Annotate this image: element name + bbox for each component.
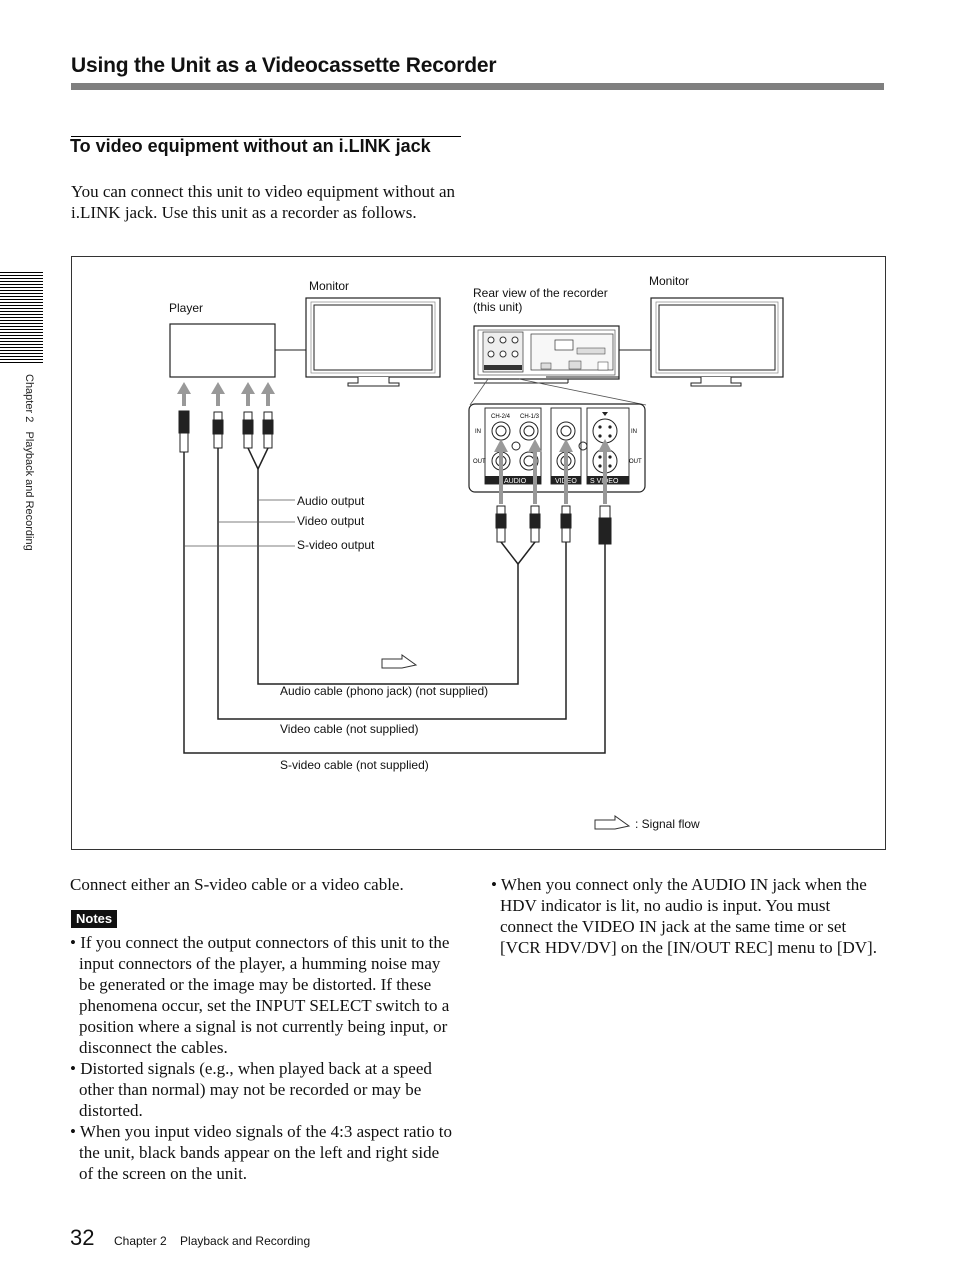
player-output-arrows (177, 382, 275, 406)
panel-label-out-left: OUT (473, 459, 486, 465)
chapter-side-label: Chapter 2 Playback and Recording (23, 374, 35, 551)
notes-badge: Notes (71, 910, 118, 928)
recorder-input-arrows (494, 439, 612, 504)
svideo-output-label: S-video output (297, 538, 375, 552)
page-title: Using the Unit as a Videocassette Record… (71, 54, 497, 77)
player-plugs (178, 410, 274, 453)
signal-flow-arrow (381, 654, 418, 669)
page-number: 32 (70, 1225, 95, 1250)
chapter-tab-marker (0, 272, 43, 364)
video-cable-label: Video cable (not supplied) (280, 722, 419, 736)
footer-chapter: Chapter 2 Playback and Recording (114, 1234, 311, 1248)
monitor-right-label: Monitor (649, 274, 690, 288)
signal-flow-legend-arrow (594, 815, 631, 830)
svideo-cable-label: S-video cable (not supplied) (280, 758, 429, 772)
monitor-left-icon (305, 297, 441, 387)
panel-label-ch13: CH-1/3 (520, 414, 540, 420)
recorder-label-line1: Rear view of the recorder (473, 286, 608, 300)
panel-label-audio: AUDIO (504, 478, 527, 485)
title-rule (71, 83, 884, 90)
connection-diagram-frame (71, 256, 886, 850)
monitor-left-label: Monitor (309, 279, 350, 293)
intro-paragraph: You can connect this unit to video equip… (71, 182, 456, 222)
signal-flow-legend-label: : Signal flow (635, 817, 700, 831)
player-box (169, 323, 276, 378)
jack-panel: CH-2/4 CH-1/3 IN OUT IN OUT AUDIO VIDEO … (468, 403, 646, 493)
recorder-label-line2: (this unit) (473, 300, 523, 314)
cable-choice-text: Connect either an S-video cable or a vid… (70, 875, 404, 894)
recorder-plugs (495, 505, 612, 545)
section-rule (71, 136, 461, 137)
recorder-rear-icon (473, 325, 620, 384)
video-output-label: Video output (297, 514, 365, 528)
note-item: When you input video signals of the 4:3 … (70, 1121, 455, 1184)
note-item: If you connect the output connectors of … (70, 932, 455, 1058)
panel-label-out-right: OUT (629, 459, 642, 465)
audio-cable-label: Audio cable (phono jack) (not supplied) (280, 684, 489, 698)
section-title: To video equipment without an i.LINK jac… (70, 136, 431, 156)
panel-label-in-right: IN (631, 429, 637, 435)
monitor-right-icon (650, 297, 784, 387)
notes-list: If you connect the output connectors of … (70, 932, 455, 1184)
note-item: Distorted signals (e.g., when played bac… (70, 1058, 455, 1121)
player-label: Player (169, 301, 204, 315)
cables (183, 447, 606, 754)
panel-label-in-left: IN (475, 429, 481, 435)
note-item: When you connect only the AUDIO IN jack … (491, 874, 886, 958)
output-leader-lines (184, 499, 295, 547)
panel-label-ch24: CH-2/4 (491, 414, 511, 420)
audio-output-label: Audio output (297, 494, 365, 508)
right-notes-list: When you connect only the AUDIO IN jack … (491, 874, 886, 958)
connection-diagram: CH-2/4 CH-1/3 IN OUT IN OUT AUDIO VIDEO … (169, 297, 784, 830)
